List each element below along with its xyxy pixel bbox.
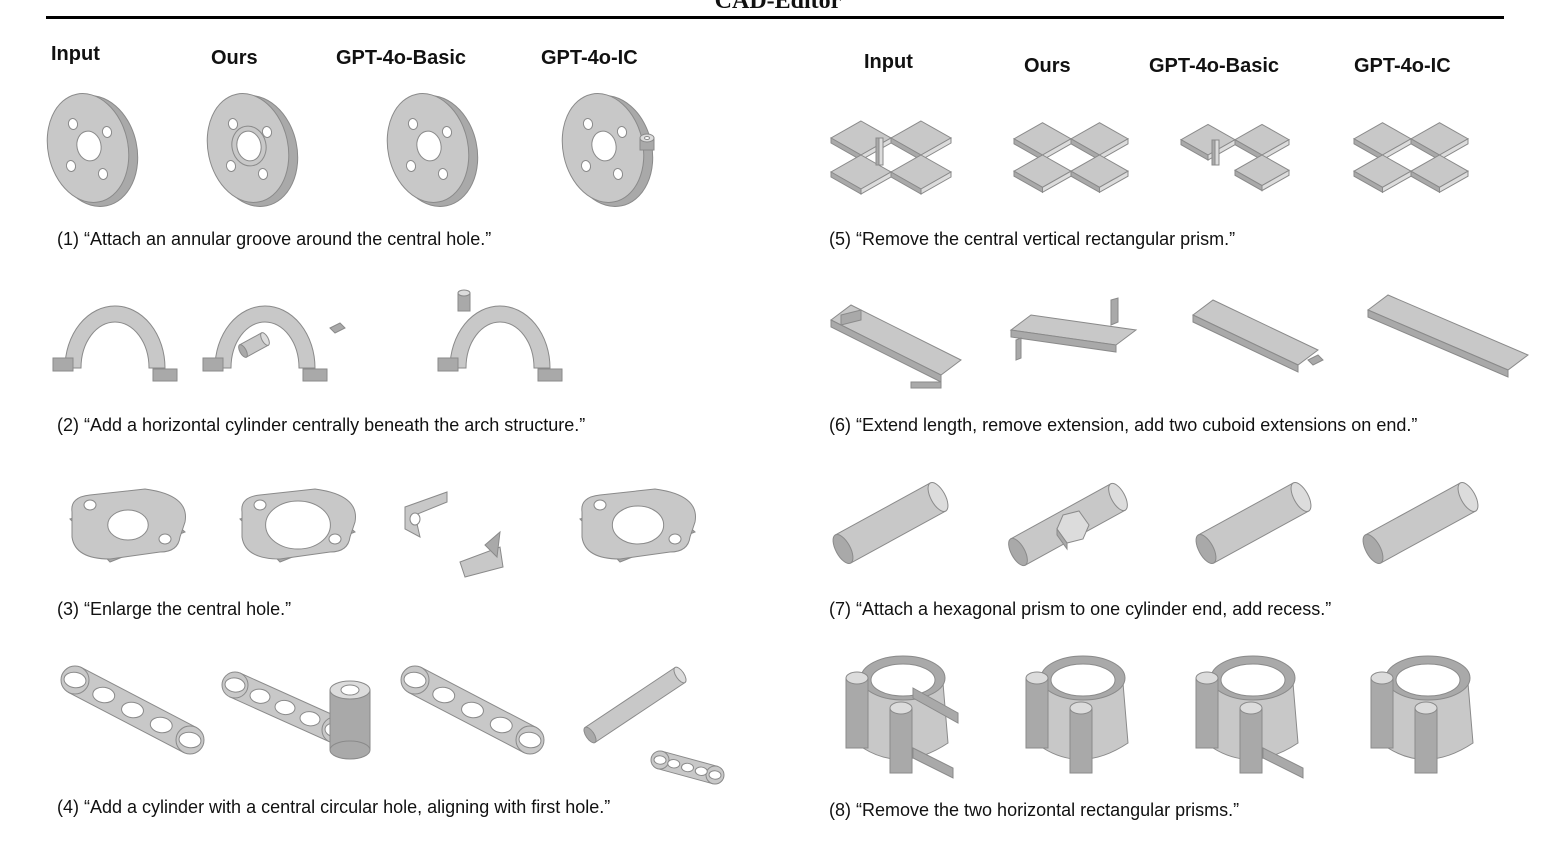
cad-model-gpt4o-basic-broken: [385, 467, 535, 597]
cad-model-input-bar-holes: [55, 650, 205, 780]
caption-3: (3) “Enlarge the central hole.”: [57, 599, 292, 619]
column-header-gpt4o-basic: GPT-4o-Basic: [336, 47, 467, 69]
cad-model-gpt4o-basic-disk: [355, 88, 505, 218]
cad-model-gpt4o-ic-flange: [560, 467, 710, 597]
flange-icon: [69, 488, 186, 563]
cad-model-gpt4o-basic-bar: [395, 650, 545, 780]
cad-model-input-plate: [816, 270, 966, 400]
title-rule: [46, 16, 1504, 19]
clip-icon: [1370, 655, 1474, 774]
cad-model-ours-tray: [996, 270, 1146, 400]
rod-bar-icon: [583, 666, 725, 785]
cylinder-icon: [1362, 482, 1479, 564]
tiles-icon: [1352, 122, 1470, 194]
cad-model-gpt4o-basic-plate: [1178, 270, 1328, 400]
figure-title: CAD-Editor: [714, 0, 842, 14]
clip-icon: [1025, 655, 1129, 774]
cad-model-gpt4o-basic-tiles: [1160, 95, 1310, 225]
cad-model-ours-cylinder-hex: [1003, 467, 1153, 597]
cad-model-ours-flange-large-hole: [220, 467, 370, 597]
left-panel: Input Ours GPT-4o-Basic GPT-4o-IC (1) “A…: [15, 43, 725, 817]
cad-model-input-cylinder: [823, 467, 973, 597]
caption-6: (6) “Extend length, remove extension, ad…: [829, 415, 1418, 435]
column-header-input-right: Input: [864, 51, 913, 73]
cad-model-gpt4o-ic-plate: [1358, 270, 1529, 400]
caption-4: (4) “Add a cylinder with a central circu…: [57, 797, 611, 817]
tiles-post-icon: [829, 120, 953, 195]
cylinder-icon: [832, 482, 949, 564]
caption-7: (7) “Attach a hexagonal prism to one cyl…: [829, 599, 1332, 619]
cad-model-input-tiles-post: [816, 95, 966, 225]
column-header-input: Input: [51, 43, 100, 65]
flange-medium-icon: [579, 488, 696, 563]
disk-icon: [386, 93, 479, 207]
cad-model-gpt4o-ic-rod-bar: [570, 650, 725, 785]
arch-icon: [52, 305, 178, 382]
cad-model-input-disk: [15, 88, 165, 218]
cylinder-icon: [1195, 482, 1312, 564]
cad-model-input-flange: [50, 467, 200, 597]
disk-peg-icon: [561, 93, 655, 207]
plate-icon: [830, 304, 962, 389]
cad-model-gpt4o-basic-clip: [1178, 648, 1328, 779]
column-header-ours: Ours: [211, 47, 258, 69]
column-header-gpt4o-ic: GPT-4o-IC: [541, 47, 638, 69]
flange-large-icon: [239, 488, 356, 563]
caption-1: (1) “Attach an annular groove around the…: [57, 229, 492, 249]
arch-post-icon: [437, 289, 563, 382]
tray-icon: [1009, 297, 1138, 361]
cad-model-gpt4o-ic-clip: [1353, 648, 1503, 778]
cad-model-input-arch: [45, 273, 195, 403]
caption-5: (5) “Remove the central vertical rectang…: [829, 229, 1236, 249]
cad-model-ours-disk-groove: [175, 88, 325, 218]
disk-icon: [46, 93, 139, 207]
flange-broken-icon: [404, 491, 504, 578]
cad-model-gpt4o-ic-tiles: [1336, 95, 1486, 225]
plate-block-icon: [1192, 299, 1324, 373]
cad-model-gpt4o-ic-arch-post: [430, 273, 580, 403]
column-header-ours-right: Ours: [1024, 55, 1071, 77]
cad-model-gpt4o-basic-cylinder: [1186, 467, 1336, 597]
right-panel: Input Ours GPT-4o-Basic GPT-4o-IC (5) “R…: [778, 0, 1556, 866]
column-header-gpt4o-ic-right: GPT-4o-IC: [1354, 55, 1451, 77]
bar-holes-icon: [60, 665, 205, 755]
column-header-gpt4o-basic-right: GPT-4o-Basic: [1149, 55, 1280, 77]
cad-model-gpt4o-ic-disk-peg: [530, 88, 680, 218]
tiles-icon: [1012, 122, 1130, 194]
bar-tube-icon: [221, 671, 371, 760]
arch-cylinder-icon: [202, 305, 328, 382]
cad-model-gpt4o-basic-small: [300, 273, 450, 403]
cad-model-gpt4o-ic-cylinder: [1353, 467, 1503, 597]
tiny-block-icon: [329, 322, 346, 334]
tiles-partial-icon: [1179, 123, 1291, 192]
cad-model-ours-tiles: [996, 95, 1146, 225]
disk-groove-icon: [206, 93, 299, 207]
clip-two-prisms-icon: [845, 655, 959, 779]
bar-holes-icon: [400, 665, 545, 755]
cad-model-input-clip-prisms: [828, 648, 978, 779]
cad-model-ours-arch-cylinder: [195, 273, 345, 403]
caption-2: (2) “Add a horizontal cylinder centrally…: [57, 415, 586, 435]
clip-one-prism-icon: [1195, 655, 1304, 779]
caption-8: (8) “Remove the two horizontal rectangul…: [829, 800, 1240, 820]
cad-model-ours-bar-tube: [215, 650, 371, 780]
cad-model-ours-clip: [1008, 648, 1158, 778]
plate-long-icon: [1367, 294, 1529, 378]
cylinder-hex-icon: [1008, 482, 1128, 567]
